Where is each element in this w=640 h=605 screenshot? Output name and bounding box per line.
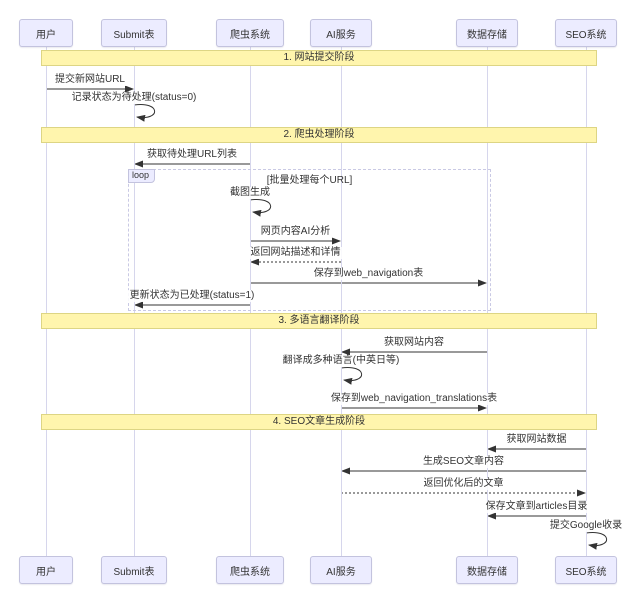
- actor-box-ai-top: AI服务: [310, 19, 372, 47]
- lifeline-ai: [340, 47, 342, 556]
- lifeline-storage: [486, 47, 488, 556]
- message-label: 保存到web_navigation_translations表: [328, 393, 500, 405]
- lifeline-user: [45, 47, 47, 556]
- message-label: 更新状态为已处理(status=1): [127, 290, 257, 302]
- message-label: 返回网站描述和详情: [248, 247, 343, 259]
- actor-box-seo-top: SEO系统: [555, 19, 617, 47]
- message-label: 提交新网站URL: [52, 74, 128, 86]
- message-label: 网页内容AI分析: [258, 226, 333, 238]
- phase-band-4: 4. SEO文章生成阶段: [41, 414, 597, 430]
- actor-box-crawler-top: 爬虫系统: [216, 19, 284, 47]
- message-label: 翻译成多种语言(中英日等): [280, 355, 402, 367]
- actor-box-ai-bottom: AI服务: [310, 556, 372, 584]
- self-message-arrow: [585, 531, 608, 550]
- actor-box-crawler-bottom: 爬虫系统: [216, 556, 284, 584]
- message-label: 提交Google收录: [547, 520, 625, 532]
- message-label: 生成SEO文章内容: [420, 456, 507, 468]
- actor-box-submit-bottom: Submit表: [101, 556, 167, 584]
- message-label: 获取网站数据: [504, 434, 569, 446]
- message-label: 保存到web_navigation表: [311, 268, 426, 280]
- message-label: 保存文章到articles目录: [483, 501, 590, 513]
- loop-condition: [批量处理每个URL]: [266, 175, 353, 186]
- loop-label: loop: [128, 169, 156, 183]
- self-message-arrow: [133, 103, 156, 122]
- actor-box-user-bottom: 用户: [19, 556, 73, 584]
- actor-box-storage-bottom: 数据存储: [456, 556, 518, 584]
- phase-band-3: 3. 多语言翻译阶段: [41, 313, 597, 329]
- phase-band-1: 1. 网站提交阶段: [41, 50, 597, 66]
- phase-band-2: 2. 爬虫处理阶段: [41, 127, 597, 143]
- message-label: 截图生成: [228, 187, 272, 199]
- lifeline-seo: [585, 47, 587, 556]
- self-message-arrow: [340, 366, 363, 385]
- message-label: 获取待处理URL列表: [144, 149, 240, 161]
- message-label: 获取网站内容: [382, 337, 446, 349]
- actor-box-submit-top: Submit表: [101, 19, 167, 47]
- actor-box-seo-bottom: SEO系统: [555, 556, 617, 584]
- message-label: 返回优化后的文章: [421, 478, 506, 490]
- actor-box-user-top: 用户: [19, 19, 73, 47]
- message-label: 记录状态为待处理(status=0): [69, 92, 199, 104]
- actor-box-storage-top: 数据存储: [456, 19, 518, 47]
- loop-frame: [128, 169, 491, 311]
